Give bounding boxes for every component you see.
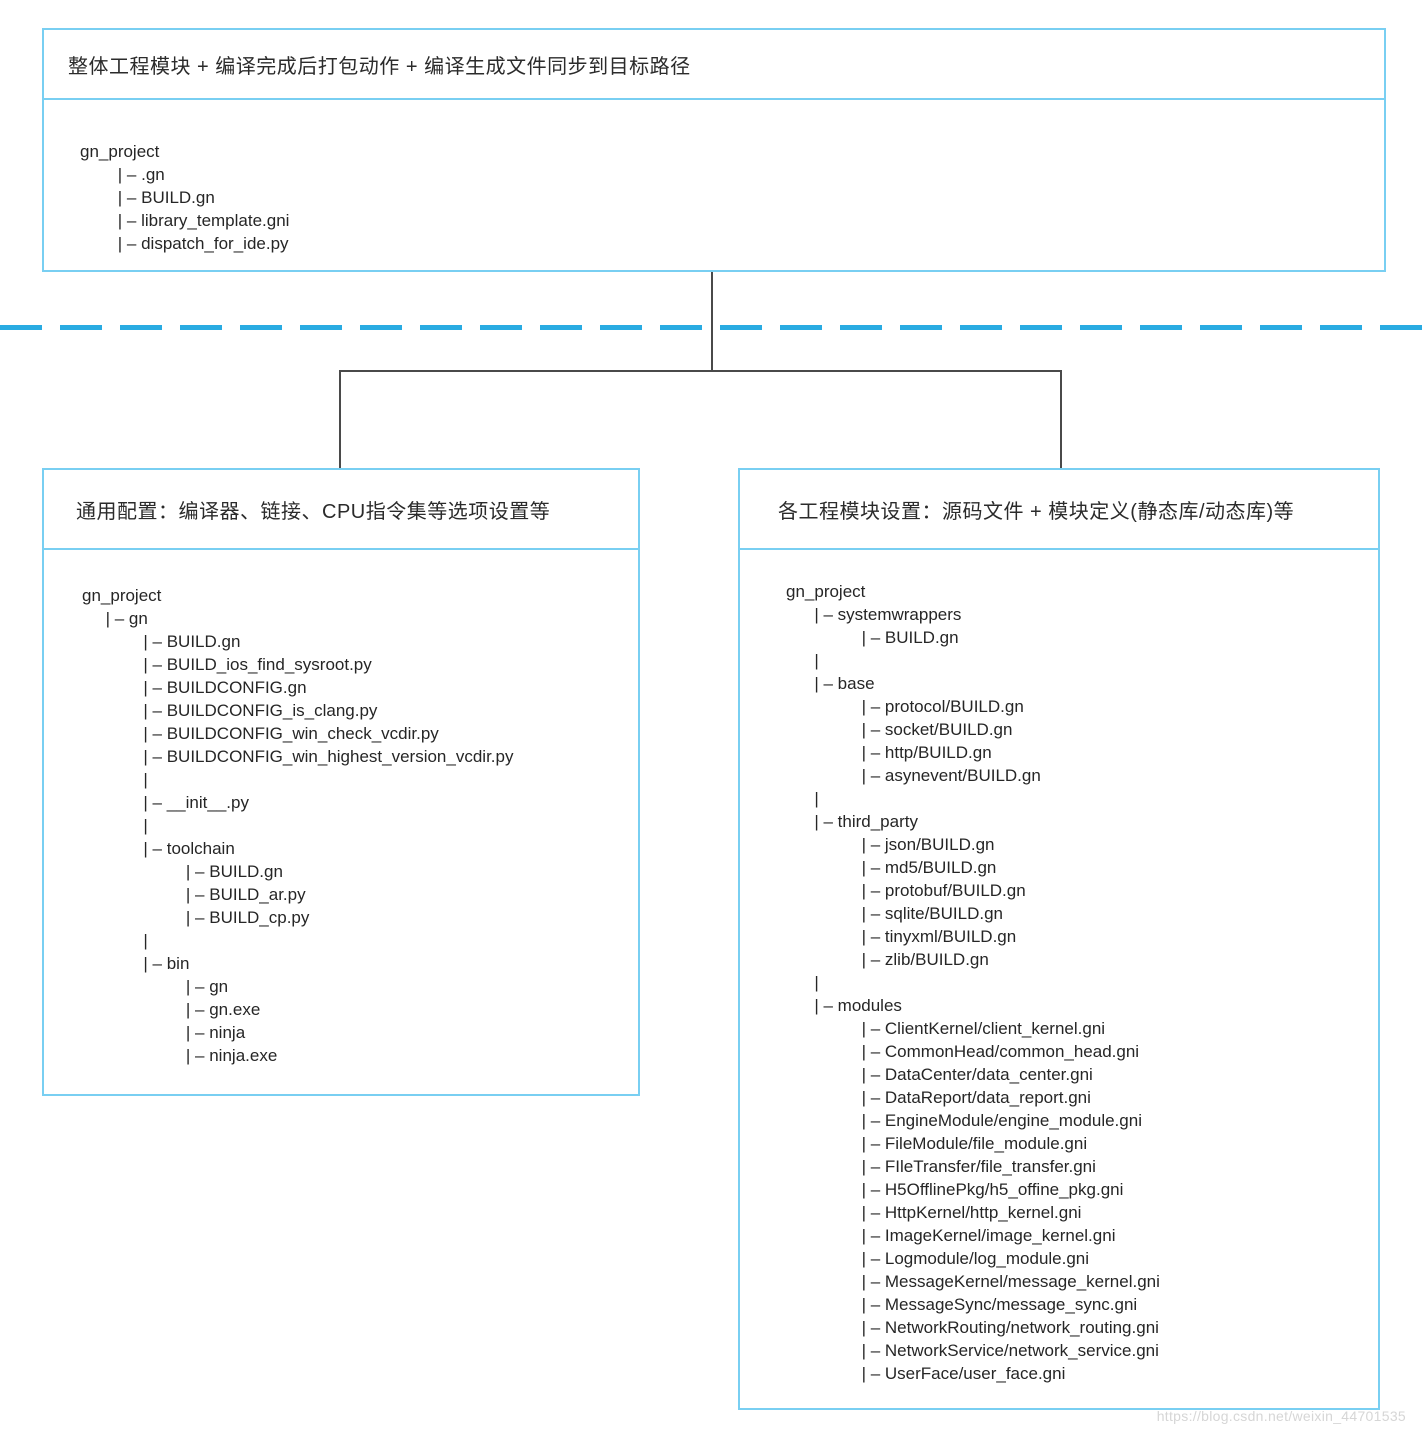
top-box-title: 整体工程模块 + 编译完成后打包动作 + 编译生成文件同步到目标路径	[68, 55, 691, 78]
right-box: 各工程模块设置：源码文件 + 模块定义(静态库/动态库)等 gn_project…	[738, 468, 1380, 1410]
top-box-file-tree: gn_project | – .gn | – BUILD.gn | – libr…	[80, 142, 290, 253]
top-box: 整体工程模块 + 编译完成后打包动作 + 编译生成文件同步到目标路径 gn_pr…	[42, 28, 1386, 272]
right-box-file-tree: gn_project | – systemwrappers | – BUILD.…	[786, 582, 1160, 1383]
dashed-divider-line	[0, 325, 1428, 330]
connector-right-drop-line	[1060, 370, 1062, 468]
connector-cross-line	[339, 370, 1062, 372]
right-box-title: 各工程模块设置：源码文件 + 模块定义(静态库/动态库)等	[778, 500, 1295, 523]
connector-left-drop-line	[339, 370, 341, 468]
left-box-title: 通用配置：编译器、链接、CPU指令集等选项设置等	[76, 500, 551, 523]
connector-stem-line	[711, 272, 713, 372]
left-box: 通用配置：编译器、链接、CPU指令集等选项设置等 gn_project | – …	[42, 468, 640, 1096]
left-box-file-tree: gn_project | – gn | – BUILD.gn | – BUILD…	[82, 586, 514, 1065]
watermark-text: https://blog.csdn.net/weixin_44701535	[1156, 1408, 1406, 1424]
left-box-header: 通用配置：编译器、链接、CPU指令集等选项设置等	[44, 470, 638, 550]
right-box-header: 各工程模块设置：源码文件 + 模块定义(静态库/动态库)等	[740, 470, 1378, 550]
top-box-header: 整体工程模块 + 编译完成后打包动作 + 编译生成文件同步到目标路径	[44, 30, 1384, 100]
